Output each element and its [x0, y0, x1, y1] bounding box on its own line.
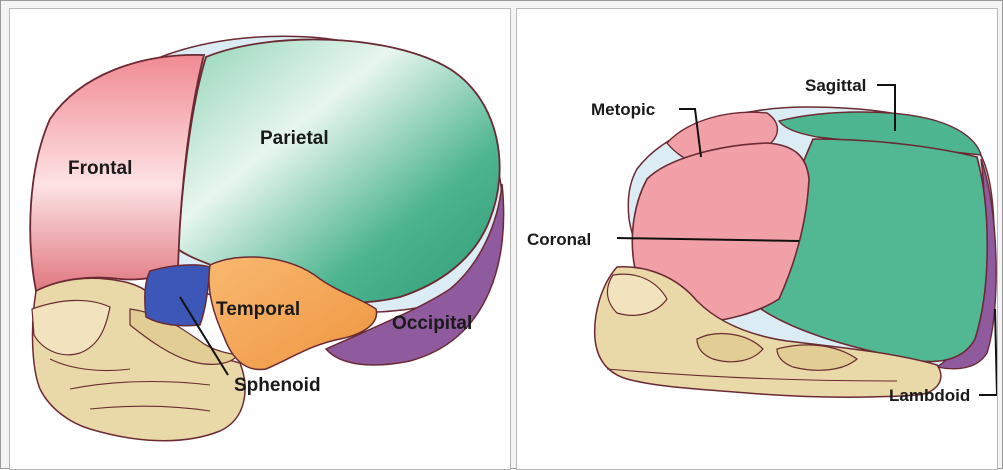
- label-frontal: Frontal: [68, 158, 132, 179]
- sphenoid-bone: [145, 265, 210, 326]
- label-occipital: Occipital: [392, 313, 472, 334]
- label-sagittal: Sagittal: [805, 76, 866, 95]
- label-metopic: Metopic: [591, 100, 655, 119]
- label-lambdoid: Lambdoid: [889, 386, 970, 405]
- skull-sutures-diagram: Metopic Sagittal Coronal Lambdoid: [517, 9, 998, 470]
- label-temporal: Temporal: [216, 299, 300, 320]
- skull-sutures-panel: Metopic Sagittal Coronal Lambdoid: [516, 8, 998, 470]
- skull-bones-panel: Frontal Parietal Temporal Occipital Sphe…: [9, 8, 511, 470]
- skull-bones-diagram: Frontal Parietal Temporal Occipital Sphe…: [10, 9, 511, 470]
- label-parietal: Parietal: [260, 128, 329, 149]
- label-sphenoid: Sphenoid: [234, 375, 321, 396]
- label-coronal: Coronal: [527, 230, 591, 249]
